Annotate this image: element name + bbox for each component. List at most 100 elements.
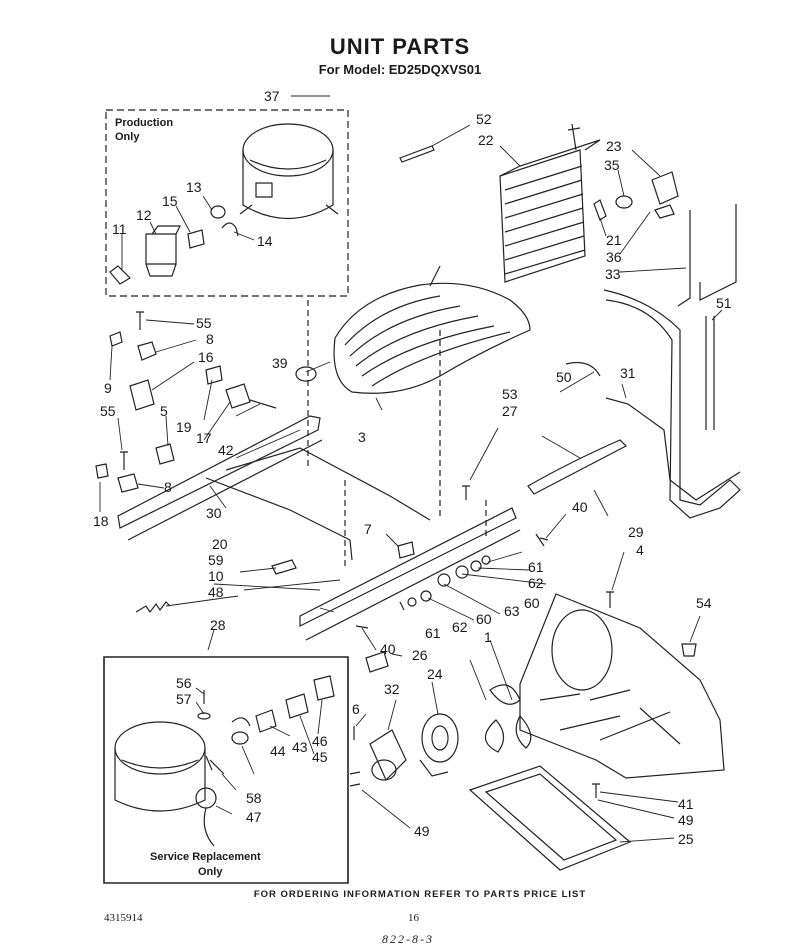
clip-21	[594, 200, 606, 220]
screw-55-top	[136, 312, 144, 330]
callout-27: 27	[502, 403, 518, 419]
part-54	[682, 644, 696, 656]
part-8-bottom	[118, 474, 138, 492]
heater-33	[678, 204, 736, 306]
callout-48: 48	[208, 584, 224, 600]
callout-29: 29	[628, 524, 644, 540]
part-43	[256, 710, 276, 732]
ordering-note: FOR ORDERING INFORMATION REFER TO PARTS …	[253, 889, 587, 900]
part-13	[211, 206, 225, 218]
page-title: UNIT PARTS	[329, 34, 471, 59]
washer-57	[198, 713, 210, 719]
callout-10: 10	[208, 568, 224, 584]
part-46	[314, 676, 334, 700]
model-subtitle: For Model: ED25DQXVS01	[318, 62, 482, 77]
callout-50: 50	[556, 369, 572, 385]
callout-30: 30	[206, 505, 222, 521]
callout-9: 9	[104, 380, 112, 396]
production-label-line1: Production	[115, 117, 174, 129]
service-compressor	[115, 722, 205, 811]
callout-49-a: 49	[414, 823, 430, 839]
part-60	[438, 574, 450, 586]
part-45	[286, 694, 308, 718]
screw-49	[592, 784, 600, 798]
callout-52: 52	[476, 111, 492, 127]
page-number: 16	[408, 912, 419, 924]
clip-14	[222, 223, 238, 236]
wire-11	[110, 266, 130, 284]
callout-22: 22	[478, 132, 494, 148]
callout-21: 21	[606, 232, 622, 248]
callout-60-b: 60	[476, 611, 492, 627]
callout-13: 13	[186, 179, 202, 195]
callout-33: 33	[605, 266, 621, 282]
fan-motor-24	[420, 714, 458, 776]
part-7	[398, 542, 414, 558]
callout-46: 46	[312, 733, 328, 749]
callout-39: 39	[272, 355, 288, 371]
fan-blade-1	[485, 685, 530, 752]
relay-12	[146, 226, 180, 276]
callout-31: 31	[620, 365, 636, 381]
part-19	[206, 366, 222, 384]
relay-17	[226, 384, 250, 408]
screw-55-bottom	[120, 452, 128, 470]
callout-59: 59	[208, 552, 224, 568]
callout-61-b: 61	[425, 625, 441, 641]
callout-14: 14	[257, 233, 273, 249]
drain-line-31	[604, 290, 740, 518]
screw-6	[350, 726, 360, 786]
callout-32: 32	[384, 681, 400, 697]
frame-rails	[118, 416, 520, 640]
wire-42	[250, 400, 276, 408]
production-label-line2: Only	[115, 131, 140, 143]
callout-35: 35	[604, 157, 620, 173]
tube-31	[606, 398, 740, 500]
callout-36: 36	[606, 249, 622, 265]
callout-37: 37	[264, 88, 280, 104]
callout-7: 7	[364, 521, 372, 537]
callout-49-b: 49	[678, 812, 694, 828]
callout-58: 58	[246, 790, 262, 806]
callout-44: 44	[270, 743, 286, 759]
callout-45: 45	[312, 749, 328, 765]
callout-8-top: 8	[206, 331, 214, 347]
part-61	[482, 556, 490, 564]
wire-50	[566, 363, 600, 377]
callout-4: 4	[636, 542, 644, 558]
callout-53: 53	[502, 386, 518, 402]
part-18	[96, 464, 108, 478]
callout-61-a: 61	[528, 559, 544, 575]
callout-8-bottom: 8	[164, 479, 172, 495]
callout-56: 56	[176, 675, 192, 691]
callout-62-b: 62	[452, 619, 468, 635]
callout-43: 43	[292, 739, 308, 755]
screw-4	[606, 592, 614, 608]
callout-20: 20	[212, 536, 228, 552]
callout-41: 41	[678, 796, 694, 812]
callout-16: 16	[198, 349, 214, 365]
service-label-line2: Only	[198, 866, 223, 878]
capacitor-16	[130, 380, 154, 410]
callout-28: 28	[210, 617, 226, 633]
callout-5: 5	[160, 403, 168, 419]
part-44	[232, 732, 248, 744]
part-63	[456, 566, 468, 578]
service-label-line1: Service Replacement	[150, 851, 261, 863]
callout-25: 25	[678, 831, 694, 847]
callout-62-a: 62	[528, 575, 544, 591]
drain-pan-25	[470, 766, 630, 870]
bracket-23	[652, 172, 678, 218]
bracket-32	[370, 730, 406, 780]
callout-63: 63	[504, 603, 520, 619]
screw-40-a	[536, 534, 548, 546]
callout-60-a: 60	[524, 595, 540, 611]
callout-23: 23	[606, 138, 622, 154]
tube-27	[528, 440, 626, 494]
base-pan	[520, 594, 724, 778]
callout-15: 15	[162, 193, 178, 209]
clip-20	[272, 560, 296, 574]
callout-17: 17	[196, 430, 212, 446]
callout-40-a: 40	[572, 499, 588, 515]
